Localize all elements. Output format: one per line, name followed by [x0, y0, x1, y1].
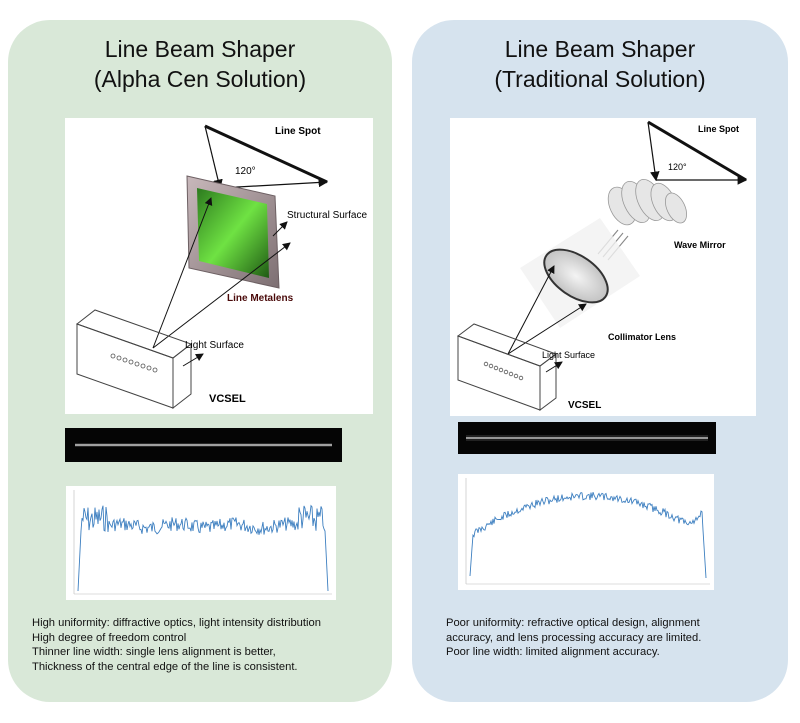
right-note-1: Poor uniformity: refractive optical desi… — [446, 617, 700, 629]
right-vcsel-emitters — [483, 361, 524, 381]
right-notes: Poor uniformity: refractive optical desi… — [446, 616, 701, 660]
right-beam-image — [458, 422, 716, 454]
left-notes: High uniformity: diffractive optics, lig… — [32, 616, 321, 674]
line-metalens-label: Line Metalens — [227, 293, 294, 304]
light-surface-label: Light Surface — [185, 340, 244, 351]
right-intensity-plot — [458, 474, 714, 590]
left-note-2: High degree of freedom control — [32, 631, 187, 644]
angle-label: 120° — [235, 166, 256, 177]
line-spot-line — [204, 124, 328, 184]
right-title-line1: Line Beam Shaper — [504, 36, 696, 62]
vcsel-emitters — [110, 353, 158, 373]
collimator-diagram: Line Spot 120° Wave Mirror Collimator Le… — [450, 118, 756, 416]
collimator-diagram-svg: Line Spot 120° Wave Mirror Collimator Le… — [456, 120, 748, 411]
vcsel-label: VCSEL — [209, 393, 246, 405]
left-note-3: Thinner line width: single lens alignmen… — [32, 646, 276, 658]
structural-surface-label: Structural Surface — [287, 210, 367, 221]
collimator-lens-label: Collimator Lens — [608, 332, 676, 342]
left-note-1: High uniformity: diffractive optics, lig… — [32, 617, 321, 629]
traditional-panel: Line Beam Shaper (Traditional Solution) … — [412, 20, 788, 702]
right-light-surface-label: Light Surface — [542, 350, 595, 360]
right-line-spot-line — [647, 120, 747, 182]
right-angle-label: 120° — [668, 162, 687, 172]
left-title-line1: Line Beam Shaper — [104, 36, 296, 62]
right-line-spot-label: Line Spot — [698, 124, 739, 134]
right-note-3: Poor line width: limited alignment accur… — [446, 646, 660, 658]
wave-mirror-label: Wave Mirror — [674, 240, 726, 250]
left-title-line2: (Alpha Cen Solution) — [93, 66, 307, 92]
left-intensity-plot — [66, 486, 336, 600]
left-note-4: Thickness of the central edge of the lin… — [32, 660, 298, 673]
metalens-diagram-svg: Line Spot 120° Structural Surface Line M… — [75, 124, 367, 410]
right-vcsel-box — [457, 335, 541, 411]
vcsel-box — [76, 323, 174, 409]
right-title-line2: (Traditional Solution) — [494, 66, 706, 92]
wave-mirror — [607, 179, 687, 226]
right-note-2: accuracy, and lens processing accuracy a… — [446, 631, 702, 644]
metalens-green-surface — [197, 188, 269, 278]
alpha-cen-panel: Line Beam Shaper (Alpha Cen Solution) — [8, 20, 392, 702]
metalens-diagram: Line Spot 120° Structural Surface Line M… — [65, 118, 373, 414]
right-vcsel-label: VCSEL — [568, 400, 601, 411]
collimator-lens — [543, 248, 609, 304]
line-spot-label: Line Spot — [275, 126, 321, 137]
left-beam-image — [65, 428, 342, 462]
